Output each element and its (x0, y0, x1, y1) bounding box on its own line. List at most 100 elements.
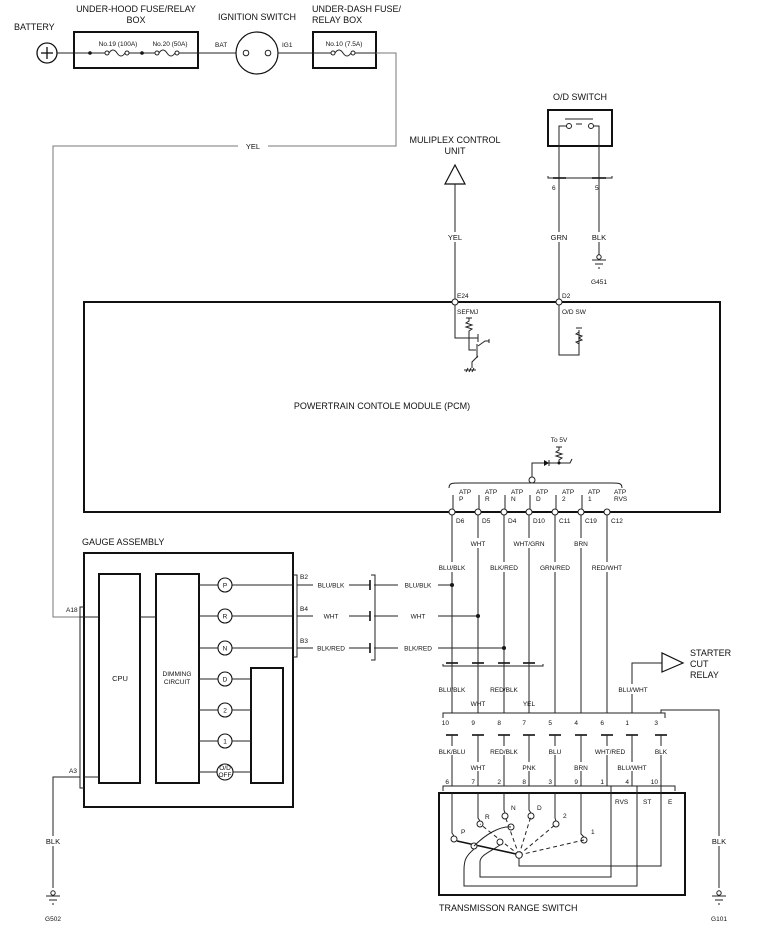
wire-color-label: BRN (574, 765, 588, 772)
svg-text:BOX: BOX (126, 15, 145, 25)
battery: BATTERY (14, 22, 58, 64)
od-wire-right: BLK (592, 233, 606, 242)
wire-color-label: WHT (471, 701, 486, 708)
battery-label: BATTERY (14, 22, 55, 32)
dimming-label: DIMMING (163, 671, 192, 678)
od-switch-title: O/D SWITCH (553, 92, 607, 102)
svg-text:O/D SW: O/D SW (562, 309, 587, 316)
wire-color-label: BLU/BLK (405, 583, 432, 590)
multiplex-control-unit: MULIPLEX CONTROL UNIT YEL E24 (409, 135, 501, 302)
wire-color-label: BLU/WHT (617, 765, 646, 772)
gauge-ground-wire: BLK (46, 837, 60, 846)
atp-sub-label: N (511, 496, 516, 503)
wire-color-label: WHT (471, 765, 486, 772)
wire-color-label: BLK (655, 749, 668, 756)
wire-color-label: WHT/RED (595, 749, 626, 756)
wire-color-label: RED/BLK (490, 749, 518, 756)
fuse-20-label: No.20 (50A) (152, 41, 187, 48)
wire-color-label: BRN (574, 541, 588, 548)
trs-title: TRANSMISSON RANGE SWITCH (439, 903, 578, 913)
pcm-pin-label: C19 (585, 518, 597, 525)
wire-color-label: BLK/RED (404, 646, 432, 653)
ground-icon (464, 367, 476, 373)
pin-label: 9 (471, 720, 475, 727)
pullup-label: To 5V (551, 437, 568, 444)
pin-label: 7 (522, 720, 526, 727)
pin-e24: E24 (457, 293, 469, 300)
ground-g101: G101 (711, 916, 727, 923)
trs-ground-wire: BLK (712, 837, 726, 846)
ground-g451: G451 (591, 279, 607, 286)
wire-color-label: BLU/BLK (439, 565, 466, 572)
indicator-label: D (223, 677, 228, 684)
wire-color-label: WHT (411, 614, 426, 621)
ground-icon (592, 254, 606, 269)
cpu-label: CPU (112, 674, 128, 683)
pin-label: 5 (548, 720, 552, 727)
pcm-pin-label: D6 (456, 518, 465, 525)
switch-contact (450, 835, 458, 843)
pcm-title: POWERTRAIN CONTOLE MODULE (PCM) (294, 401, 470, 411)
wire-color-label: BLK/BLU (439, 749, 466, 756)
atp-sub-label: P (459, 496, 463, 503)
svg-text:UNIT: UNIT (445, 146, 466, 156)
pin-b2: B2 (300, 574, 308, 581)
fuse-icon (334, 49, 352, 57)
ground-icon (712, 890, 726, 905)
svg-text:BAT: BAT (215, 42, 227, 49)
pcm: POWERTRAIN CONTOLE MODULE (PCM) SEFMJ O/… (83, 298, 721, 525)
wire-color-label: BLK/RED (317, 646, 345, 653)
atp-label: ATP (485, 489, 497, 496)
multiplex-wire-color: YEL (448, 233, 462, 242)
pin-label: 4 (625, 779, 629, 786)
pin-label: 8 (497, 720, 501, 727)
main-connector (442, 712, 666, 718)
trs-connector (442, 785, 676, 791)
terminal-st: ST (643, 799, 651, 806)
wire-color-label: RED/WHT (592, 565, 622, 572)
wire-color-label: GRN/RED (540, 565, 570, 572)
wire-color-label: WHT/GRN (513, 541, 544, 548)
wire-color-label: YEL (523, 701, 536, 708)
pcm-pin-node (603, 508, 611, 516)
pin-label: 10 (442, 720, 450, 727)
svg-text:CUT: CUT (690, 659, 709, 669)
pin-d2: D2 (562, 293, 571, 300)
pcm-pin-node (500, 508, 508, 516)
wire-color-label: BLU (549, 749, 562, 756)
wire-color-label: RED/BLK (490, 687, 518, 694)
svg-text:CIRCUIT: CIRCUIT (164, 679, 190, 686)
switch-path (518, 823, 557, 856)
switch-path (518, 815, 532, 856)
pcm-pin-node (474, 508, 482, 516)
pin-label: 1 (600, 779, 604, 786)
wire-color-label: PNK (522, 765, 536, 772)
pin-label: 4 (574, 720, 578, 727)
svg-text:RELAY BOX: RELAY BOX (312, 15, 362, 25)
od-switch: O/D SWITCH 6 5 GRN BLK G451 D2 (547, 92, 613, 302)
atp-sub-label: 2 (562, 496, 566, 503)
starter-wire-color: BLU/WHT (618, 687, 647, 694)
fuse-icon (158, 49, 176, 57)
starter-cut-relay: STARTER CUT RELAY BLU/WHT (618, 648, 732, 713)
atp-inputs: ATPPD6ATPRD5ATPND4ATPDD10ATP2C11ATP1C19A… (448, 489, 628, 525)
wire-color-label: BLU/BLK (318, 583, 345, 590)
atp-label: ATP (459, 489, 471, 496)
resistor-icon (554, 447, 564, 463)
position-label: P (461, 829, 465, 836)
inline-connector (442, 664, 544, 667)
odoff-label: O/D (219, 765, 231, 772)
pcm-pin-node (577, 508, 585, 516)
ignition-switch: IGNITION SWITCH BAT IG1 (215, 12, 296, 75)
underdash-title: UNDER-DASH FUSE/ (312, 4, 402, 14)
indicator-label: P (223, 583, 227, 590)
indicator-label: N (223, 646, 228, 653)
od-wire-left: GRN (551, 233, 568, 242)
indicator-label: 1 (223, 739, 227, 746)
pin-b3: B3 (300, 638, 308, 645)
indicator-label: R (223, 614, 228, 621)
atp-sub-label: 1 (588, 496, 592, 503)
pin-b4: B4 (300, 606, 308, 613)
